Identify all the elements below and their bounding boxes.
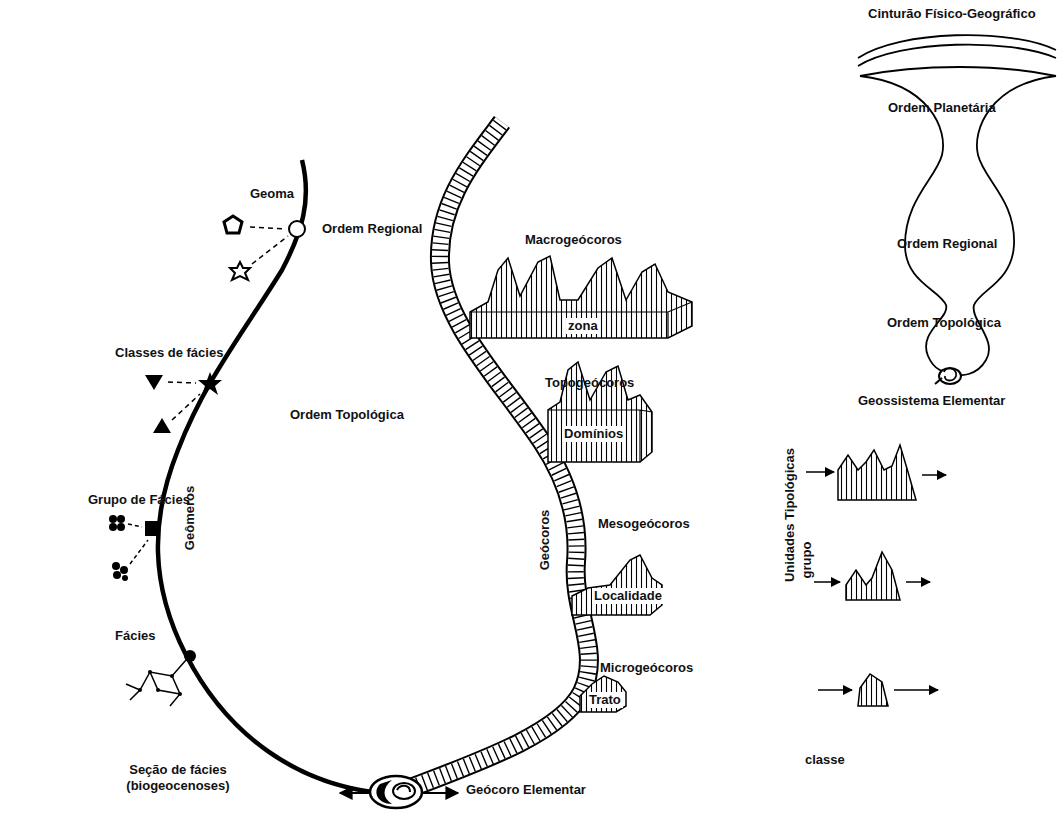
level-label: Ordem Planetária bbox=[888, 100, 996, 116]
level-label: Ordem Regional bbox=[322, 221, 422, 237]
level-label: Topogeócoros bbox=[545, 375, 634, 391]
level-label: Ordem Regional bbox=[897, 236, 997, 252]
level-label: Mesogeócoros bbox=[598, 516, 690, 532]
level-label: Macrogeócoros bbox=[525, 232, 622, 248]
level-label: Geócoro Elementar bbox=[466, 782, 586, 798]
level-label: zona bbox=[566, 318, 600, 334]
level-label: Ordem Topológica bbox=[887, 315, 1001, 331]
vertical-label: Geômeros bbox=[182, 486, 198, 550]
level-label: classe bbox=[805, 752, 845, 768]
level-label: Cinturão Físico-Geográfico bbox=[868, 6, 1036, 22]
vertical-label: Geócoros bbox=[537, 510, 553, 571]
level-label: Trato bbox=[587, 692, 623, 708]
level-label: Grupo de Fácies bbox=[88, 492, 190, 508]
level-label: Ordem Topológica bbox=[290, 407, 404, 423]
level-label: Geoma bbox=[250, 186, 294, 202]
level-label: Classes de fácies bbox=[115, 345, 223, 361]
level-label: Fácies bbox=[115, 628, 155, 644]
vertical-label: Unidades Tipológicas bbox=[782, 448, 798, 582]
level-label: Geossistema Elementar bbox=[858, 393, 1005, 409]
level-label: Domínios bbox=[562, 426, 625, 442]
level-label: Microgeócoros bbox=[600, 660, 693, 676]
level-label: Seção de fácies (biogeocenoses) bbox=[112, 762, 244, 793]
vertical-label: grupo bbox=[799, 542, 815, 579]
level-label: Localidade bbox=[592, 588, 664, 604]
